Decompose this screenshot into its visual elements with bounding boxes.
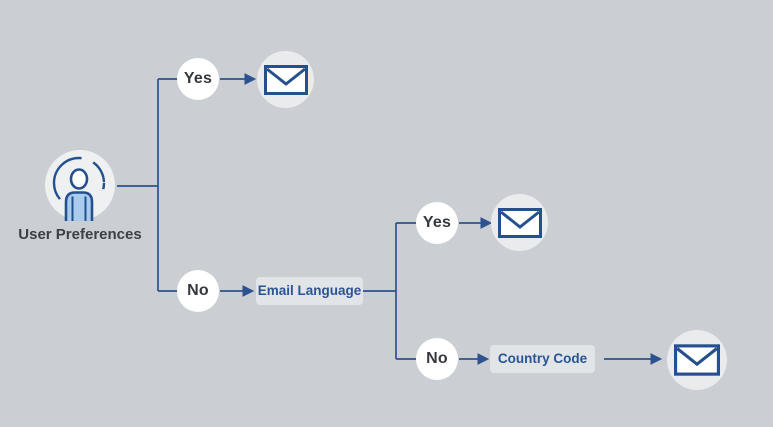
no-label: No: [426, 350, 448, 367]
email-icon: [674, 344, 720, 376]
branch2-yes-node: Yes: [416, 202, 458, 244]
no-label: No: [187, 282, 209, 299]
branch2-no-node: No: [416, 338, 458, 380]
email-icon: [263, 64, 308, 95]
yes-label: Yes: [183, 70, 213, 87]
decision-email-language: Email Language: [256, 277, 363, 305]
outcome-email-1: [257, 51, 314, 108]
email-icon: [497, 207, 542, 238]
decision-country-code: Country Code: [490, 345, 595, 373]
outcome-email-2: [491, 194, 548, 251]
yes-label: Yes: [422, 214, 452, 231]
outcome-email-3: [667, 330, 727, 390]
user-icon: [45, 150, 115, 221]
branch1-yes-node: Yes: [177, 58, 219, 100]
root-label: User Preferences: [18, 226, 142, 243]
root-node: User Preferences: [5, 149, 155, 244]
branch1-no-node: No: [177, 270, 219, 312]
